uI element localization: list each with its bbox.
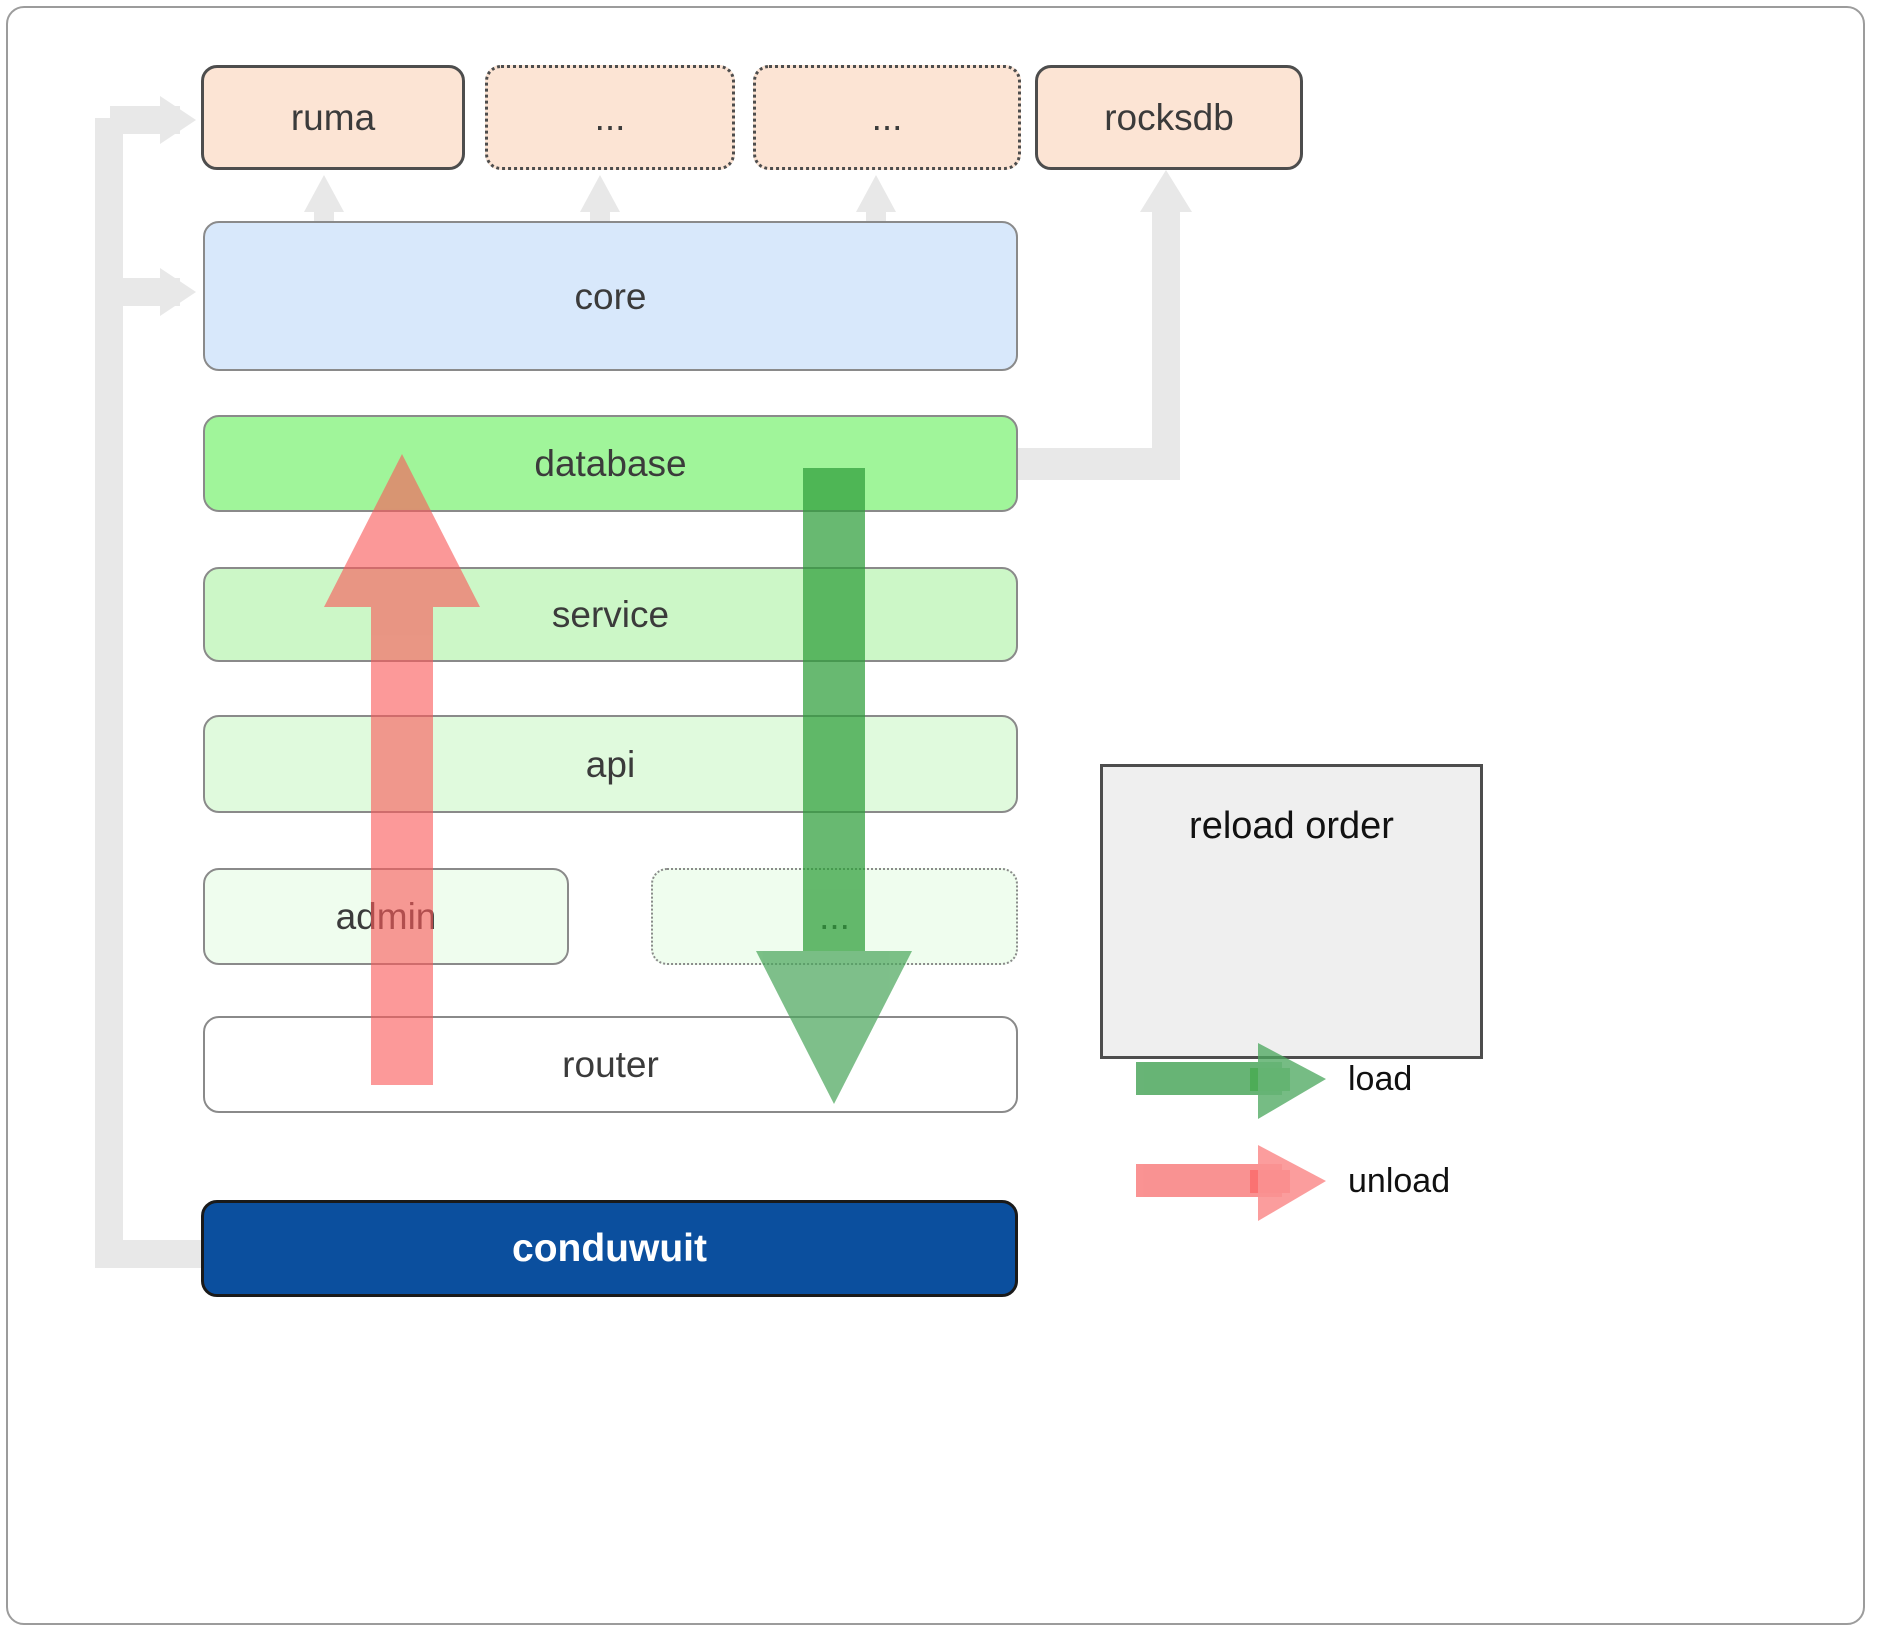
connector-core-to-deps <box>304 175 896 228</box>
dependency-box-rocksdb[interactable]: rocksdb <box>1035 65 1303 170</box>
dependency-box-ellipsis-2[interactable]: ... <box>753 65 1021 170</box>
layer-label-api: api <box>585 743 636 785</box>
dependency-box-ellipsis-1[interactable]: ... <box>485 65 735 170</box>
core-box[interactable]: core <box>203 221 1018 371</box>
dependency-label-ellipsis-2: ... <box>871 97 903 138</box>
core-label: core <box>574 275 647 317</box>
legend-label-unload: unload <box>1348 1162 1451 1200</box>
load-flow-arrow <box>756 468 912 1104</box>
layer-box-database[interactable]: database <box>203 415 1018 512</box>
root-label-conduwuit: conduwuit <box>512 1227 707 1270</box>
layer-box-api[interactable]: api <box>203 715 1018 813</box>
legend-label-load: load <box>1348 1060 1413 1098</box>
legend-title: reload order <box>1189 805 1394 847</box>
legend-load-arrow <box>1136 1043 1326 1119</box>
dependency-label-rocksdb: rocksdb <box>1104 97 1234 138</box>
connector-database-to-rocksdb <box>1018 170 1192 480</box>
dependency-box-ruma[interactable]: ruma <box>201 65 465 170</box>
unload-flow-arrow <box>324 454 480 1085</box>
legend-unload-arrow <box>1136 1145 1326 1221</box>
layer-label-database: database <box>534 443 687 484</box>
root-box-conduwuit[interactable]: conduwuit <box>201 1200 1018 1297</box>
connector-conduwuit-to-core <box>95 96 210 1268</box>
layer-label-router: router <box>562 1044 659 1085</box>
layer-label-service: service <box>551 594 670 635</box>
legend-box: reload order <box>1100 764 1483 1059</box>
dependency-label-ruma: ruma <box>290 97 376 138</box>
layer-box-router[interactable]: router <box>203 1016 1018 1113</box>
dependency-label-ellipsis-1: ... <box>594 97 626 138</box>
